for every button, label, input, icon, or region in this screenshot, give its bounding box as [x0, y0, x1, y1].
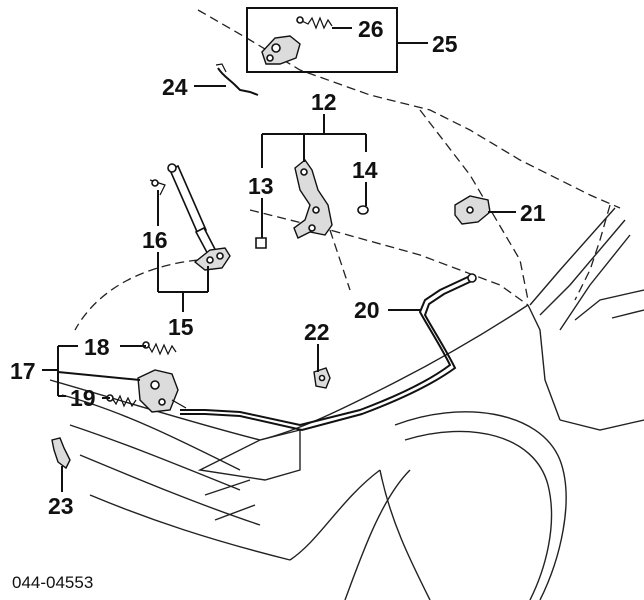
callout-labels: 26 25 24 12 13 14 21 16 15 20 22 18 17 1…: [10, 16, 546, 592]
part-24-rod-clip: [215, 63, 259, 96]
callout-19: 19: [70, 385, 96, 411]
callout-26: 26: [358, 16, 384, 42]
diagram-code: 044-04553: [12, 573, 93, 592]
callout-22: 22: [304, 319, 330, 345]
callout-13: 13: [248, 173, 274, 199]
callout-16: 16: [142, 227, 168, 253]
callout-15: 15: [168, 314, 194, 340]
part-18-lock-spring: [142, 341, 177, 356]
part-23-safety-hook: [51, 437, 71, 470]
part-15-support-bracket: [193, 247, 231, 271]
part-25-latch-bracket: [261, 35, 301, 65]
part-21-release-lever: [454, 195, 491, 225]
callout-20: 20: [354, 297, 380, 323]
car-body-outline: [49, 9, 644, 600]
part-14-washer: [357, 205, 369, 215]
callout-25: 25: [432, 31, 458, 57]
callout-24: 24: [162, 74, 188, 100]
callout-14: 14: [352, 157, 378, 183]
callout-21: 21: [520, 200, 546, 226]
part-25-group-box: [246, 7, 398, 73]
part-19-lock-link-spring: [106, 394, 137, 408]
part-13-hinge-bolt: [255, 237, 267, 249]
leader-lines: [42, 27, 516, 492]
hood-release-cable: [180, 273, 477, 432]
part-26-cable-spring: [296, 16, 333, 30]
callout-23: 23: [48, 493, 74, 519]
callout-18: 18: [84, 334, 110, 360]
part-17-hood-lock: [137, 369, 187, 413]
part-12-hood-hinge: [293, 158, 333, 239]
callout-12: 12: [311, 89, 337, 115]
callout-17: 17: [10, 358, 36, 384]
part-22-hood-lock-striker: [313, 367, 331, 389]
